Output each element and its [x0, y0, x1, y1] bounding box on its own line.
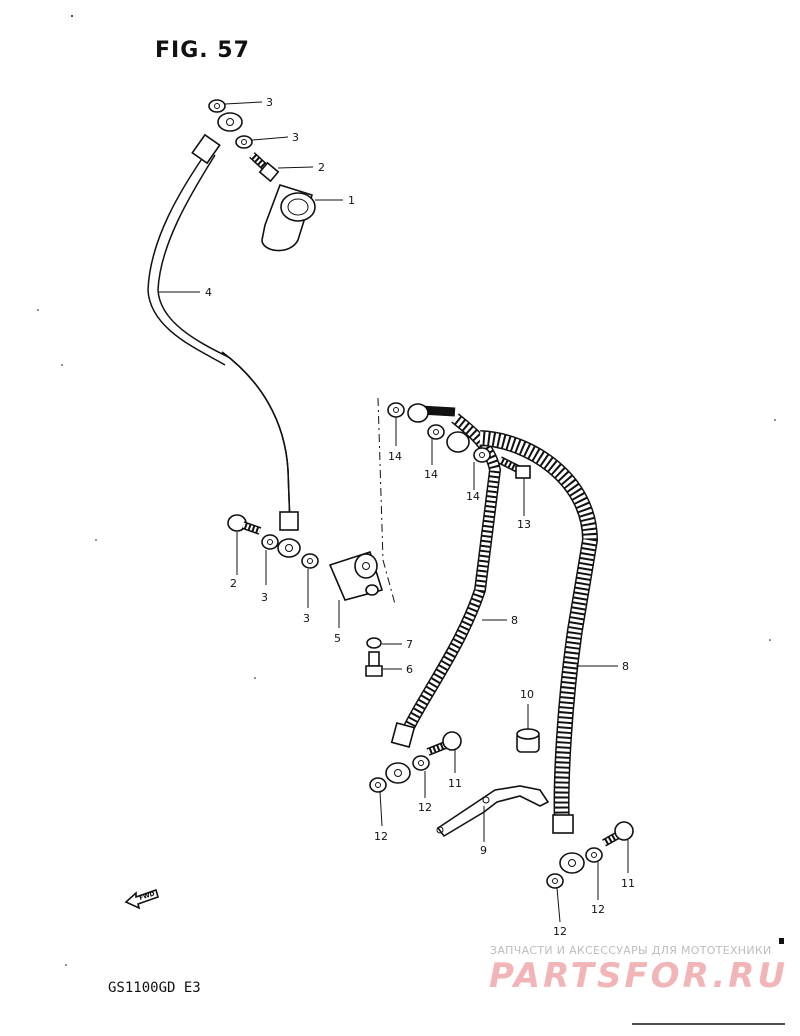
callout-11: 11 — [448, 777, 462, 790]
callout-14: 14 — [388, 450, 402, 463]
scan-specks — [37, 15, 776, 966]
callout-labels: 3 3 2 1 4 2 3 3 5 7 6 14 14 14 13 8 8 10… — [205, 96, 635, 938]
brake-hose-8-left — [385, 403, 502, 784]
leader-lines — [158, 101, 629, 923]
callout-5: 5 — [334, 632, 341, 645]
callout-4: 4 — [205, 286, 212, 299]
bolt-6 — [365, 651, 383, 677]
washer-12-a — [369, 777, 387, 793]
watermark-tagline: ЗАПЧАСТИ И АКСЕССУАРЫ ДЛЯ МОТОТЕХНИКИ — [490, 944, 772, 957]
figure-title: FIG. 57 — [155, 38, 250, 63]
callout-10: 10 — [520, 688, 534, 701]
brake-hose-8-right — [446, 430, 599, 874]
bolt-13 — [498, 456, 531, 479]
callout-3: 3 — [261, 591, 268, 604]
callout-12: 12 — [591, 903, 605, 916]
callout-13: 13 — [517, 518, 531, 531]
callout-12: 12 — [418, 801, 432, 814]
callout-7: 7 — [406, 638, 413, 651]
forward-arrow-icon: FWD — [124, 888, 159, 910]
washer-12-c — [546, 873, 564, 889]
callout-3: 3 — [303, 612, 310, 625]
washer-12-d — [585, 847, 603, 863]
callout-2: 2 — [318, 161, 325, 174]
callout-12: 12 — [553, 925, 567, 938]
callout-11: 11 — [621, 877, 635, 890]
washer-12-b — [412, 755, 430, 771]
bolt-11-left — [426, 731, 462, 756]
washer-3-lower-right — [301, 553, 319, 569]
callout-3: 3 — [292, 131, 299, 144]
callout-9: 9 — [480, 844, 487, 857]
callout-2: 2 — [230, 577, 237, 590]
fwd-label: FWD — [138, 890, 155, 902]
washer-7 — [366, 637, 382, 649]
upper-brake-hose — [147, 112, 301, 558]
washer-14-b — [427, 424, 445, 440]
union-bolt-2-top — [249, 152, 280, 183]
washer-3-lower-left — [261, 534, 279, 550]
grommet-10 — [516, 728, 540, 753]
washer-14-a — [387, 402, 405, 418]
corner-mark — [779, 938, 784, 944]
callout-12: 12 — [374, 830, 388, 843]
hose-clamp-bracket-9 — [436, 785, 550, 838]
watermark-logo: PARTSFOR.RU — [489, 956, 789, 996]
callout-8: 8 — [511, 614, 518, 627]
model-code: GS1100GD E3 — [108, 980, 201, 996]
washer-3-top — [208, 99, 226, 113]
callout-1: 1 — [348, 194, 355, 207]
union-bolt-2-lower — [227, 514, 262, 535]
callout-14: 14 — [424, 468, 438, 481]
hose-joint-5 — [328, 550, 384, 601]
washer-3-second — [235, 135, 253, 149]
callout-8: 8 — [622, 660, 629, 673]
bolt-11-right — [602, 821, 634, 847]
callout-14: 14 — [466, 490, 480, 503]
callout-6: 6 — [406, 663, 413, 676]
master-cylinder-fitting-1 — [261, 184, 316, 252]
callout-3: 3 — [266, 96, 273, 109]
washer-14-c — [473, 447, 491, 463]
